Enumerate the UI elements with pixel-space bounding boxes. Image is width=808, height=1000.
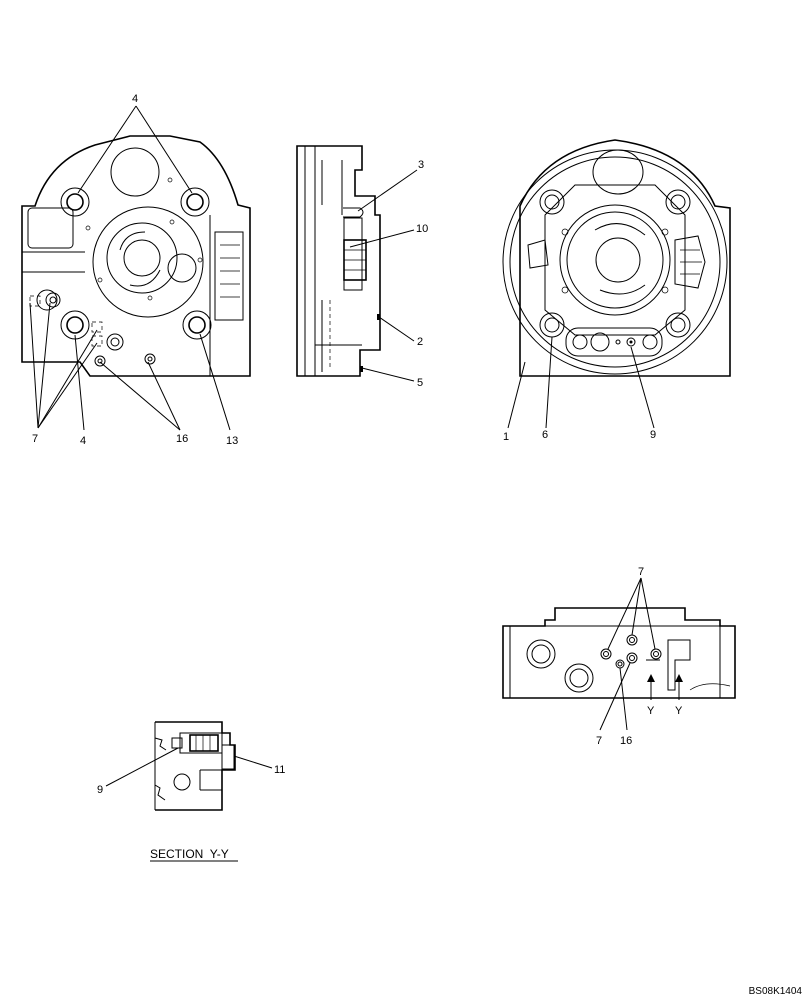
front-view [21, 105, 251, 431]
callout-bottom-16: 16 [620, 735, 632, 747]
callout-side-10: 10 [416, 223, 428, 235]
callout-side-3: 3 [418, 159, 424, 171]
rear-view [502, 139, 731, 429]
side-view [296, 145, 418, 382]
section-arrow-y-right: Y [675, 705, 683, 717]
callout-bottom-7-bottom: 7 [596, 735, 602, 747]
callout-rear-1: 1 [503, 431, 509, 443]
drawing-reference: BS08K1404 [749, 986, 803, 997]
callout-section-11: 11 [274, 764, 285, 776]
section-y-y [105, 721, 273, 811]
callout-side-2: 2 [417, 336, 423, 348]
callout-front-4-bottom: 4 [80, 435, 86, 447]
callout-bottom-7-top: 7 [638, 566, 644, 578]
section-arrow-y-left: Y [647, 705, 655, 717]
callout-front-7: 7 [32, 433, 38, 445]
callout-front-4-top: 4 [132, 93, 138, 105]
bottom-view [502, 577, 736, 731]
callout-side-5: 5 [417, 377, 423, 389]
callout-front-16: 16 [176, 433, 188, 445]
callout-rear-6: 6 [542, 429, 548, 441]
callout-front-13: 13 [226, 435, 238, 447]
callout-rear-9: 9 [650, 429, 656, 441]
section-title: SECTION Y-Y [150, 847, 229, 861]
callout-section-9: 9 [97, 784, 103, 796]
callout-labels: 4 7 4 16 13 3 10 2 5 1 6 9 7 7 16 Y Y 9 … [32, 93, 683, 796]
